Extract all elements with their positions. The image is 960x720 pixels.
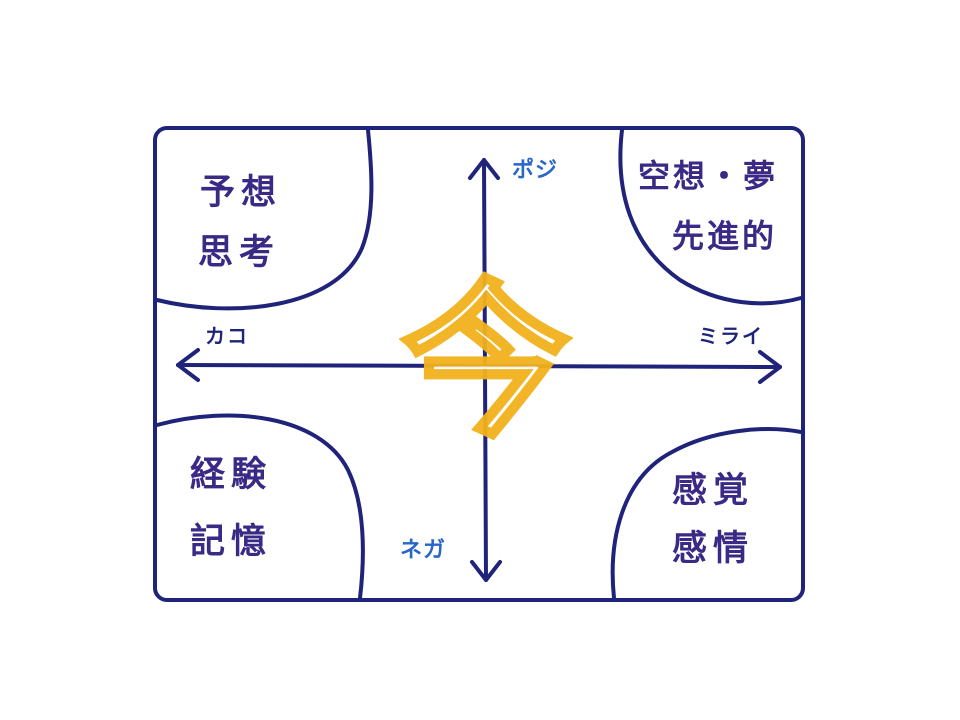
quadrant-bottom-left-line2: 記憶 xyxy=(190,522,273,562)
axis-label-positive: ポジ xyxy=(512,158,559,183)
quadrant-bottom-left-line1: 経験 xyxy=(190,455,273,495)
outer-frame xyxy=(153,126,805,602)
quadrant-bottom-right-line2: 感情 xyxy=(672,529,755,569)
quadrant-top-right-line1: 空想・夢 xyxy=(638,157,779,195)
top-arrowhead xyxy=(468,158,500,180)
bottom-right-arc xyxy=(610,427,803,600)
quadrant-top-left-line2: 思考 xyxy=(198,233,281,273)
bottom-arrowhead xyxy=(470,560,502,582)
quadrant-bottom-right-line1: 感覚 xyxy=(672,471,755,511)
quadrant-top-left-line1: 予想 xyxy=(200,173,283,213)
left-arrowhead xyxy=(176,348,200,382)
horizontal-axis xyxy=(176,363,782,369)
right-arrowhead xyxy=(758,350,782,384)
top-left-arc xyxy=(155,128,374,311)
quadrant-top-right-line2: 先進的 xyxy=(672,217,778,255)
axis-label-past: カコ xyxy=(205,324,249,348)
bottom-left-arc xyxy=(155,413,365,600)
axis-label-negative: ネガ xyxy=(400,538,447,563)
vertical-axis xyxy=(482,158,488,582)
top-right-arc xyxy=(618,128,803,306)
center-character: 今 xyxy=(400,264,573,460)
axis-label-future: ミライ xyxy=(698,324,764,348)
